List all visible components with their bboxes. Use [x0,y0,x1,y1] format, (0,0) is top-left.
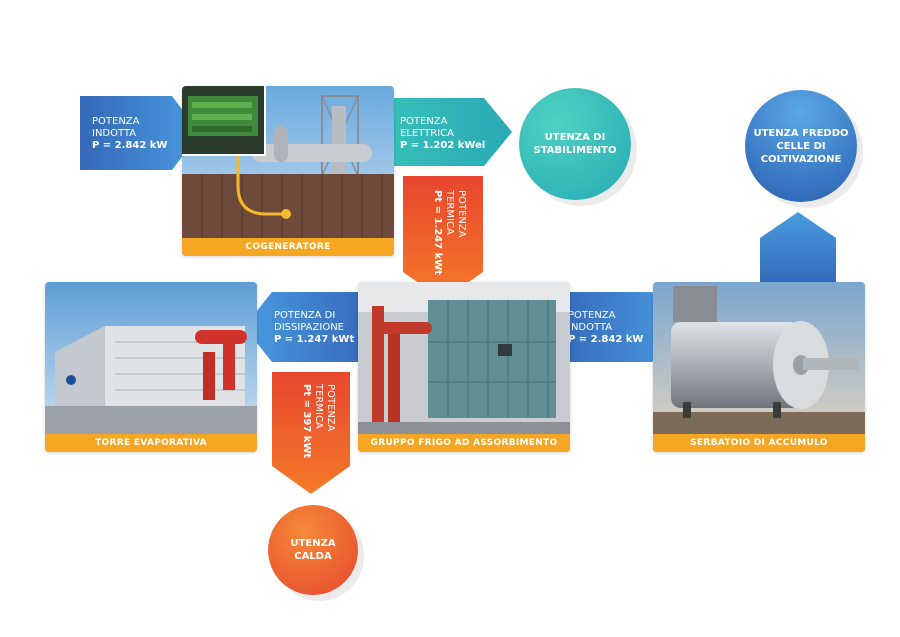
arrow-label-1: POTENZA [456,190,467,238]
serbatoio-image [653,282,865,452]
arrow-value: P = 2.842 kW [568,334,644,345]
arrow-label: POTENZA INDOTTA [92,116,140,139]
circle-label: UTENZA DI STABILIMENTO [533,132,617,156]
arrow-shape [760,212,836,294]
arrow-value: P = 1.247 kWt [274,334,355,345]
arrow-label: POTENZA ELETTRICA [400,116,454,139]
card-caption: GRUPPO FRIGO AD ASSORBIMENTO [358,434,570,452]
arrow-shape [272,372,350,494]
circle-utenza-calda: UTENZA CALDA [268,505,358,595]
card-gruppo-frigo: GRUPPO FRIGO AD ASSORBIMENTO [358,282,570,452]
circle-label: UTENZA FREDDO CELLE DI COLTIVAZIONE [753,127,849,165]
card-torre-evaporativa: TORRE EVAPORATIVA [45,282,257,452]
arrow-value: P = 2.842 kW [92,140,168,151]
arrow-shape [386,98,512,166]
arrow-value: P = 1.202 kWel [400,140,486,151]
arrow-label: POTENZA INDOTTA [568,310,616,333]
arrow-potenza-termica-bottom: POTENZA TERMICA Pt = 397 kWt [272,372,350,494]
torre-evaporativa-image [45,282,257,452]
arrow-label-2: TERMICA [444,190,455,235]
arrow-shape [80,96,200,170]
arrow-label-1: POTENZA [325,384,336,432]
card-cogeneratore: COGENERATORE [182,86,394,256]
card-caption: COGENERATORE [182,238,394,256]
gruppo-frigo-image [358,282,570,452]
arrow-shape [556,292,680,362]
arrow-potenza-elettrica: POTENZA ELETTRICA P = 1.202 kWel [386,98,512,166]
arrow-label-2: TERMICA [313,384,324,429]
card-serbatoio: SERBATOIO DI ACCUMULO [653,282,865,452]
circle-utenza-stabilimento: UTENZA DI STABILIMENTO [519,88,631,200]
arrow-potenza-dissipazione: POTENZA DI DISSIPAZIONE P = 1.247 kWt [244,292,372,362]
arrow-label: POTENZA DI DISSIPAZIONE [274,310,344,333]
card-caption: TORRE EVAPORATIVA [45,434,257,452]
cogeneratore-image [182,86,394,256]
arrow-potenza-indotta-right: POTENZA INDOTTA P = 2.842 kW [556,292,680,362]
arrow-value: Pt = 1.247 kWt [432,190,443,276]
arrow-potenza-termica-top: POTENZA TERMICA Pt = 1.247 kWt [403,176,483,300]
arrow-shape [244,292,372,362]
circle-label: UTENZA CALDA [290,538,336,562]
card-caption: SERBATOIO DI ACCUMULO [653,434,865,452]
arrow-value: Pt = 397 kWt [301,384,312,459]
circle-utenza-freddo: UTENZA FREDDO CELLE DI COLTIVAZIONE [745,90,857,202]
arrow-shape [403,176,483,300]
arrow-potenza-indotta-top: POTENZA INDOTTA P = 2.842 kW [80,96,200,170]
arrow-up-freddo [760,212,836,294]
